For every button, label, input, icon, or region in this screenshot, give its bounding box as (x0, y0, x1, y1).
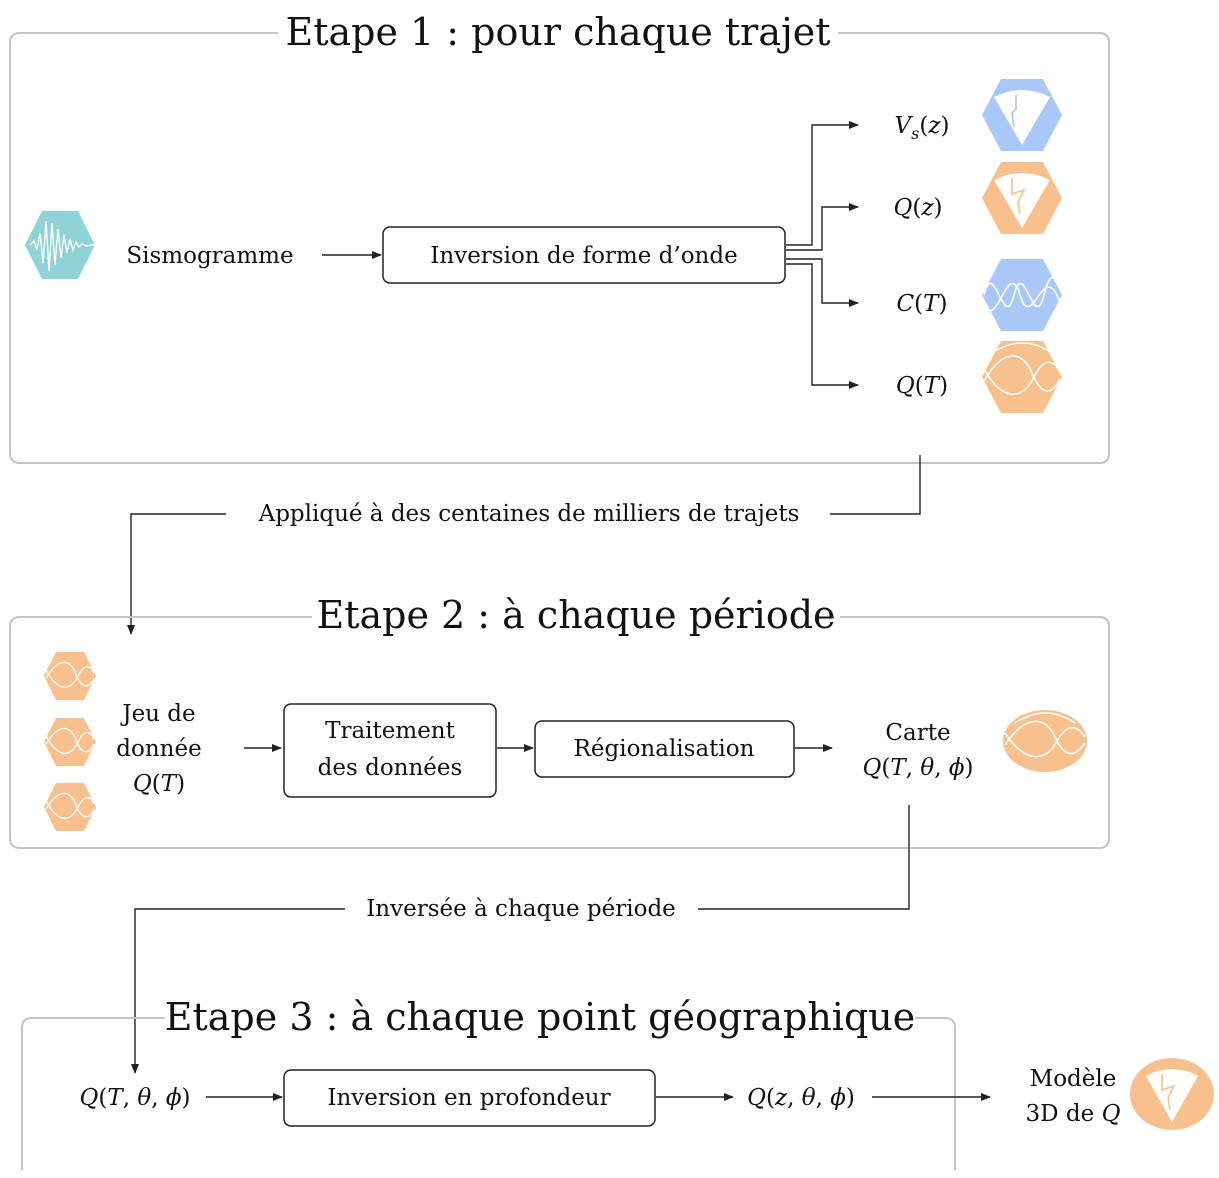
data-processing-line2: des données (318, 755, 463, 781)
attenuation-curve-icon (44, 718, 96, 766)
map-label-line2: Q(T, θ, ϕ) (863, 755, 974, 781)
dispersion-curve-icon (982, 259, 1062, 331)
connector2-left (131, 908, 345, 1074)
waveform-inversion-label: Inversion de forme d’onde (430, 243, 737, 269)
stage3-input-label: Q(T, θ, ϕ) (80, 1085, 191, 1111)
dataset-label-line3: Q(T) (133, 771, 185, 797)
connector2-label: Inversée à chaque période (366, 896, 676, 922)
connector2-right (698, 805, 910, 910)
data-processing-box (283, 703, 497, 798)
stage2-frame (9, 616, 1110, 849)
attenuation-map-icon (1003, 710, 1087, 772)
depth-inversion-box (283, 1069, 656, 1127)
stage2-title: Etape 2 : à chaque période (316, 593, 835, 637)
seismogram-icon (25, 211, 109, 279)
regionalisation-box (534, 720, 795, 778)
map-label-line1: Carte (885, 720, 950, 746)
connector1-left (127, 513, 226, 635)
final-model-line1: Modèle (1030, 1066, 1117, 1092)
dataset-label-line1: Jeu de (120, 701, 195, 727)
output-qz-label: Q(z) (894, 195, 943, 221)
waveform-inversion-box (382, 226, 786, 284)
connector1-right (830, 455, 921, 515)
attenuation-curve-icon (982, 341, 1062, 413)
stage1-output-connectors (786, 121, 859, 389)
data-processing-line1: Traitement (325, 718, 455, 744)
dataset-label-line2: donnée (116, 736, 201, 762)
velocity-model-icon (982, 79, 1062, 151)
final-model-line2: 3D de Q (1026, 1101, 1121, 1127)
sismogramme-label: Sismogramme (126, 243, 293, 269)
attenuation-3d-model-icon (1130, 1058, 1214, 1130)
stage1-frame (9, 32, 1110, 464)
stage1-title: Etape 1 : pour chaque trajet (285, 10, 830, 54)
output-ct-label: C(T) (897, 291, 948, 317)
attenuation-curve-icon (44, 783, 96, 831)
output-vs-label: Vs(z) (895, 113, 950, 143)
connector1-label: Appliqué à des centaines de milliers de … (258, 501, 800, 527)
output-qt-label: Q(T) (896, 373, 948, 399)
depth-inversion-label: Inversion en profondeur (327, 1085, 610, 1111)
stage3-frame (21, 1017, 956, 1170)
regionalisation-label: Régionalisation (574, 736, 755, 762)
stage3-output-label: Q(z, θ, ϕ) (747, 1085, 855, 1111)
attenuation-curve-icon (44, 652, 96, 700)
stage3-title: Etape 3 : à chaque point géographique (165, 995, 915, 1039)
attenuation-model-icon (982, 162, 1062, 234)
